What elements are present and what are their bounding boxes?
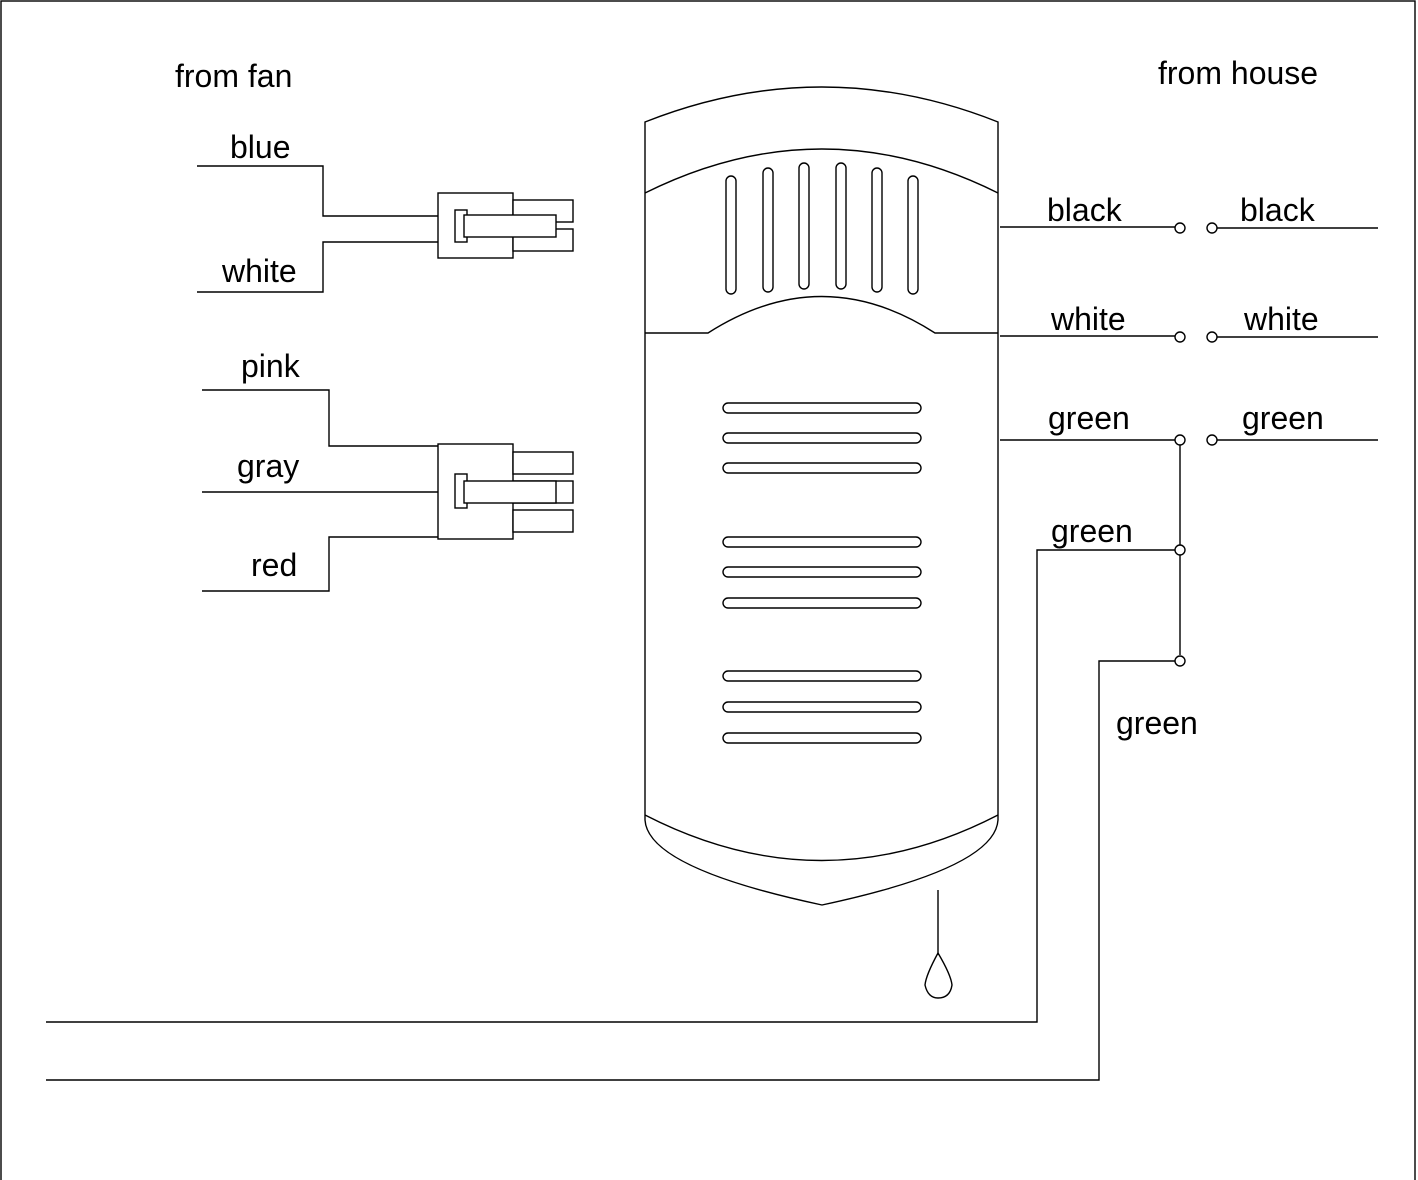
device-green-label: green <box>1048 400 1130 436</box>
ground-green-label-2: green <box>1116 705 1198 741</box>
ground-wire-2 <box>46 660 1175 1081</box>
fan-pink-label: pink <box>241 348 301 384</box>
device-black-label: black <box>1047 192 1123 228</box>
horizontal-vent-slots <box>722 402 922 744</box>
fan-red-label: red <box>251 547 297 583</box>
house-white-wire <box>1000 331 1378 343</box>
fan-blue-label: blue <box>230 129 291 165</box>
vertical-vent-slots <box>725 162 919 295</box>
house-black-label: black <box>1240 192 1316 228</box>
controller-device <box>644 86 999 999</box>
house-white-label: white <box>1243 301 1319 337</box>
ground-green-label-1: green <box>1051 513 1133 549</box>
from-house-label: from house <box>1158 55 1318 91</box>
house-green-wire <box>1000 434 1378 667</box>
pull-chain <box>924 890 953 999</box>
house-black-wire <box>1000 222 1378 234</box>
from-fan-label: from fan <box>175 58 292 94</box>
device-white-label: white <box>1050 301 1126 337</box>
fan-white-label: white <box>221 253 297 289</box>
ground-wire-1 <box>46 549 1175 1023</box>
fan-gray-label: gray <box>237 448 299 484</box>
house-green-label: green <box>1242 400 1324 436</box>
fan-connector-2pin <box>197 165 574 293</box>
fan-connector-3pin <box>202 389 574 592</box>
